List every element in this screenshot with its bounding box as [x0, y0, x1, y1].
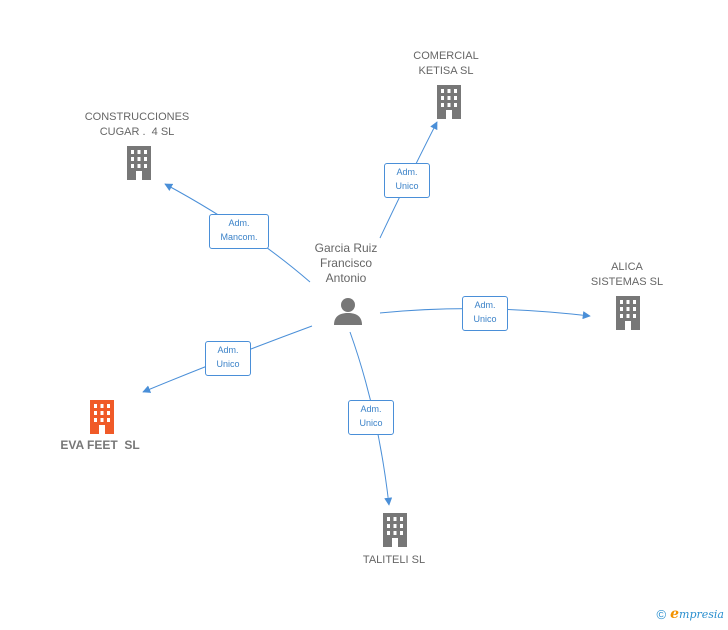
- brand-logo: empresia: [670, 606, 724, 622]
- edge-label-alica[interactable]: Adm. Unico: [462, 296, 508, 331]
- building-icon[interactable]: [87, 400, 117, 434]
- company-label-construcciones[interactable]: CONSTRUCCIONES CUGAR . 4 SL: [84, 111, 190, 138]
- person-label[interactable]: Garcia Ruiz Francisco Antonio: [314, 241, 378, 285]
- building-icon[interactable]: [613, 296, 643, 330]
- edge-label-evafeet[interactable]: Adm. Unico: [205, 341, 251, 376]
- building-icon[interactable]: [380, 513, 410, 547]
- edge-label-taliteli[interactable]: Adm. Unico: [348, 400, 394, 435]
- company-label-alica[interactable]: ALICA SISTEMAS SL: [590, 261, 664, 288]
- building-icon[interactable]: [434, 85, 464, 119]
- company-label-comercial[interactable]: COMERCIAL KETISA SL: [413, 50, 479, 77]
- edge-label-comercial[interactable]: Adm. Unico: [384, 163, 430, 198]
- footer-brand: © empresia: [657, 606, 724, 622]
- building-icon[interactable]: [124, 146, 154, 180]
- company-label-taliteli[interactable]: TALITELI SL: [362, 554, 426, 566]
- edge-label-construcciones[interactable]: Adm. Mancom.: [209, 214, 269, 249]
- copyright-symbol: ©: [656, 606, 667, 622]
- person-icon[interactable]: [333, 296, 363, 326]
- company-label-evafeet[interactable]: EVA FEET SL: [60, 438, 140, 452]
